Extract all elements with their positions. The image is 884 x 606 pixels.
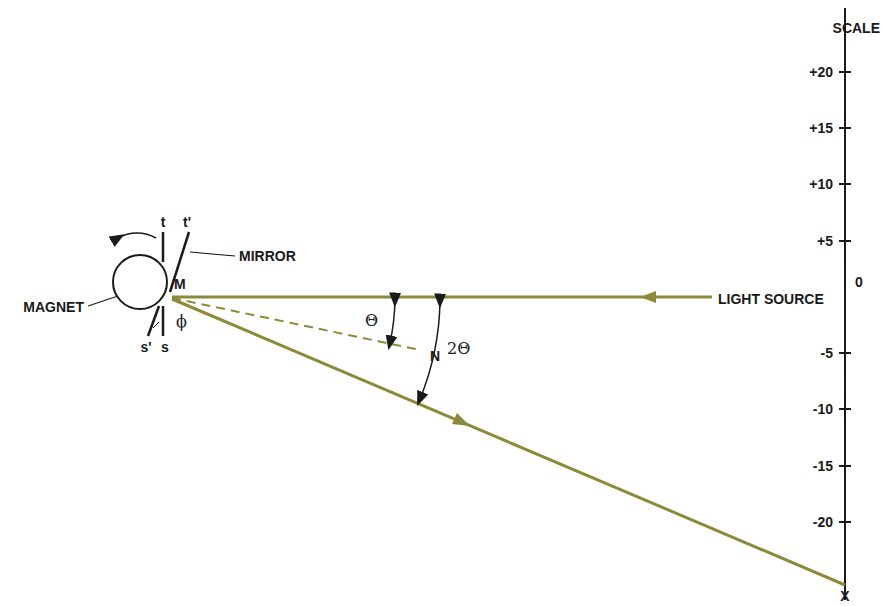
source-label: LIGHT SOURCE (718, 292, 824, 306)
mirror-position: s (161, 340, 169, 354)
angle-symbol: ϕ (176, 314, 187, 330)
rotation-arrow (118, 233, 156, 238)
leader-line (88, 296, 118, 306)
beam-arrow (640, 291, 656, 303)
mirror (148, 232, 189, 336)
scale-value: -5 (821, 346, 833, 360)
scale-value: +5 (817, 234, 833, 248)
mirror-position: s' (140, 340, 151, 354)
normal-label: N (430, 349, 440, 363)
part-label: MAGNET (23, 300, 84, 314)
scale-title: SCALE (833, 21, 880, 35)
scale-value: -15 (813, 459, 833, 473)
beam-arrow (452, 413, 470, 426)
scale-value: 0 (855, 275, 863, 289)
angle-label: Θ (365, 313, 378, 329)
mirror-normal (172, 298, 420, 350)
angle-label: 2Θ (447, 341, 470, 357)
scale-value: +20 (809, 65, 833, 79)
point-label: M (174, 277, 186, 291)
point-label: X (840, 589, 849, 603)
scale (839, 8, 851, 600)
mirror-position: t' (183, 215, 191, 229)
light-beam (172, 297, 845, 585)
two-theta-arc (420, 301, 440, 399)
scale-value: +10 (809, 177, 833, 191)
magnet (113, 255, 167, 309)
mirror-position: t (161, 215, 166, 229)
leader-line (190, 252, 235, 256)
theta-arc (390, 300, 395, 343)
scale-value: +15 (809, 121, 833, 135)
scale-value: -10 (813, 402, 833, 416)
leader-line (153, 322, 159, 328)
scale-value: -20 (813, 515, 833, 529)
part-label: MIRROR (239, 249, 296, 263)
